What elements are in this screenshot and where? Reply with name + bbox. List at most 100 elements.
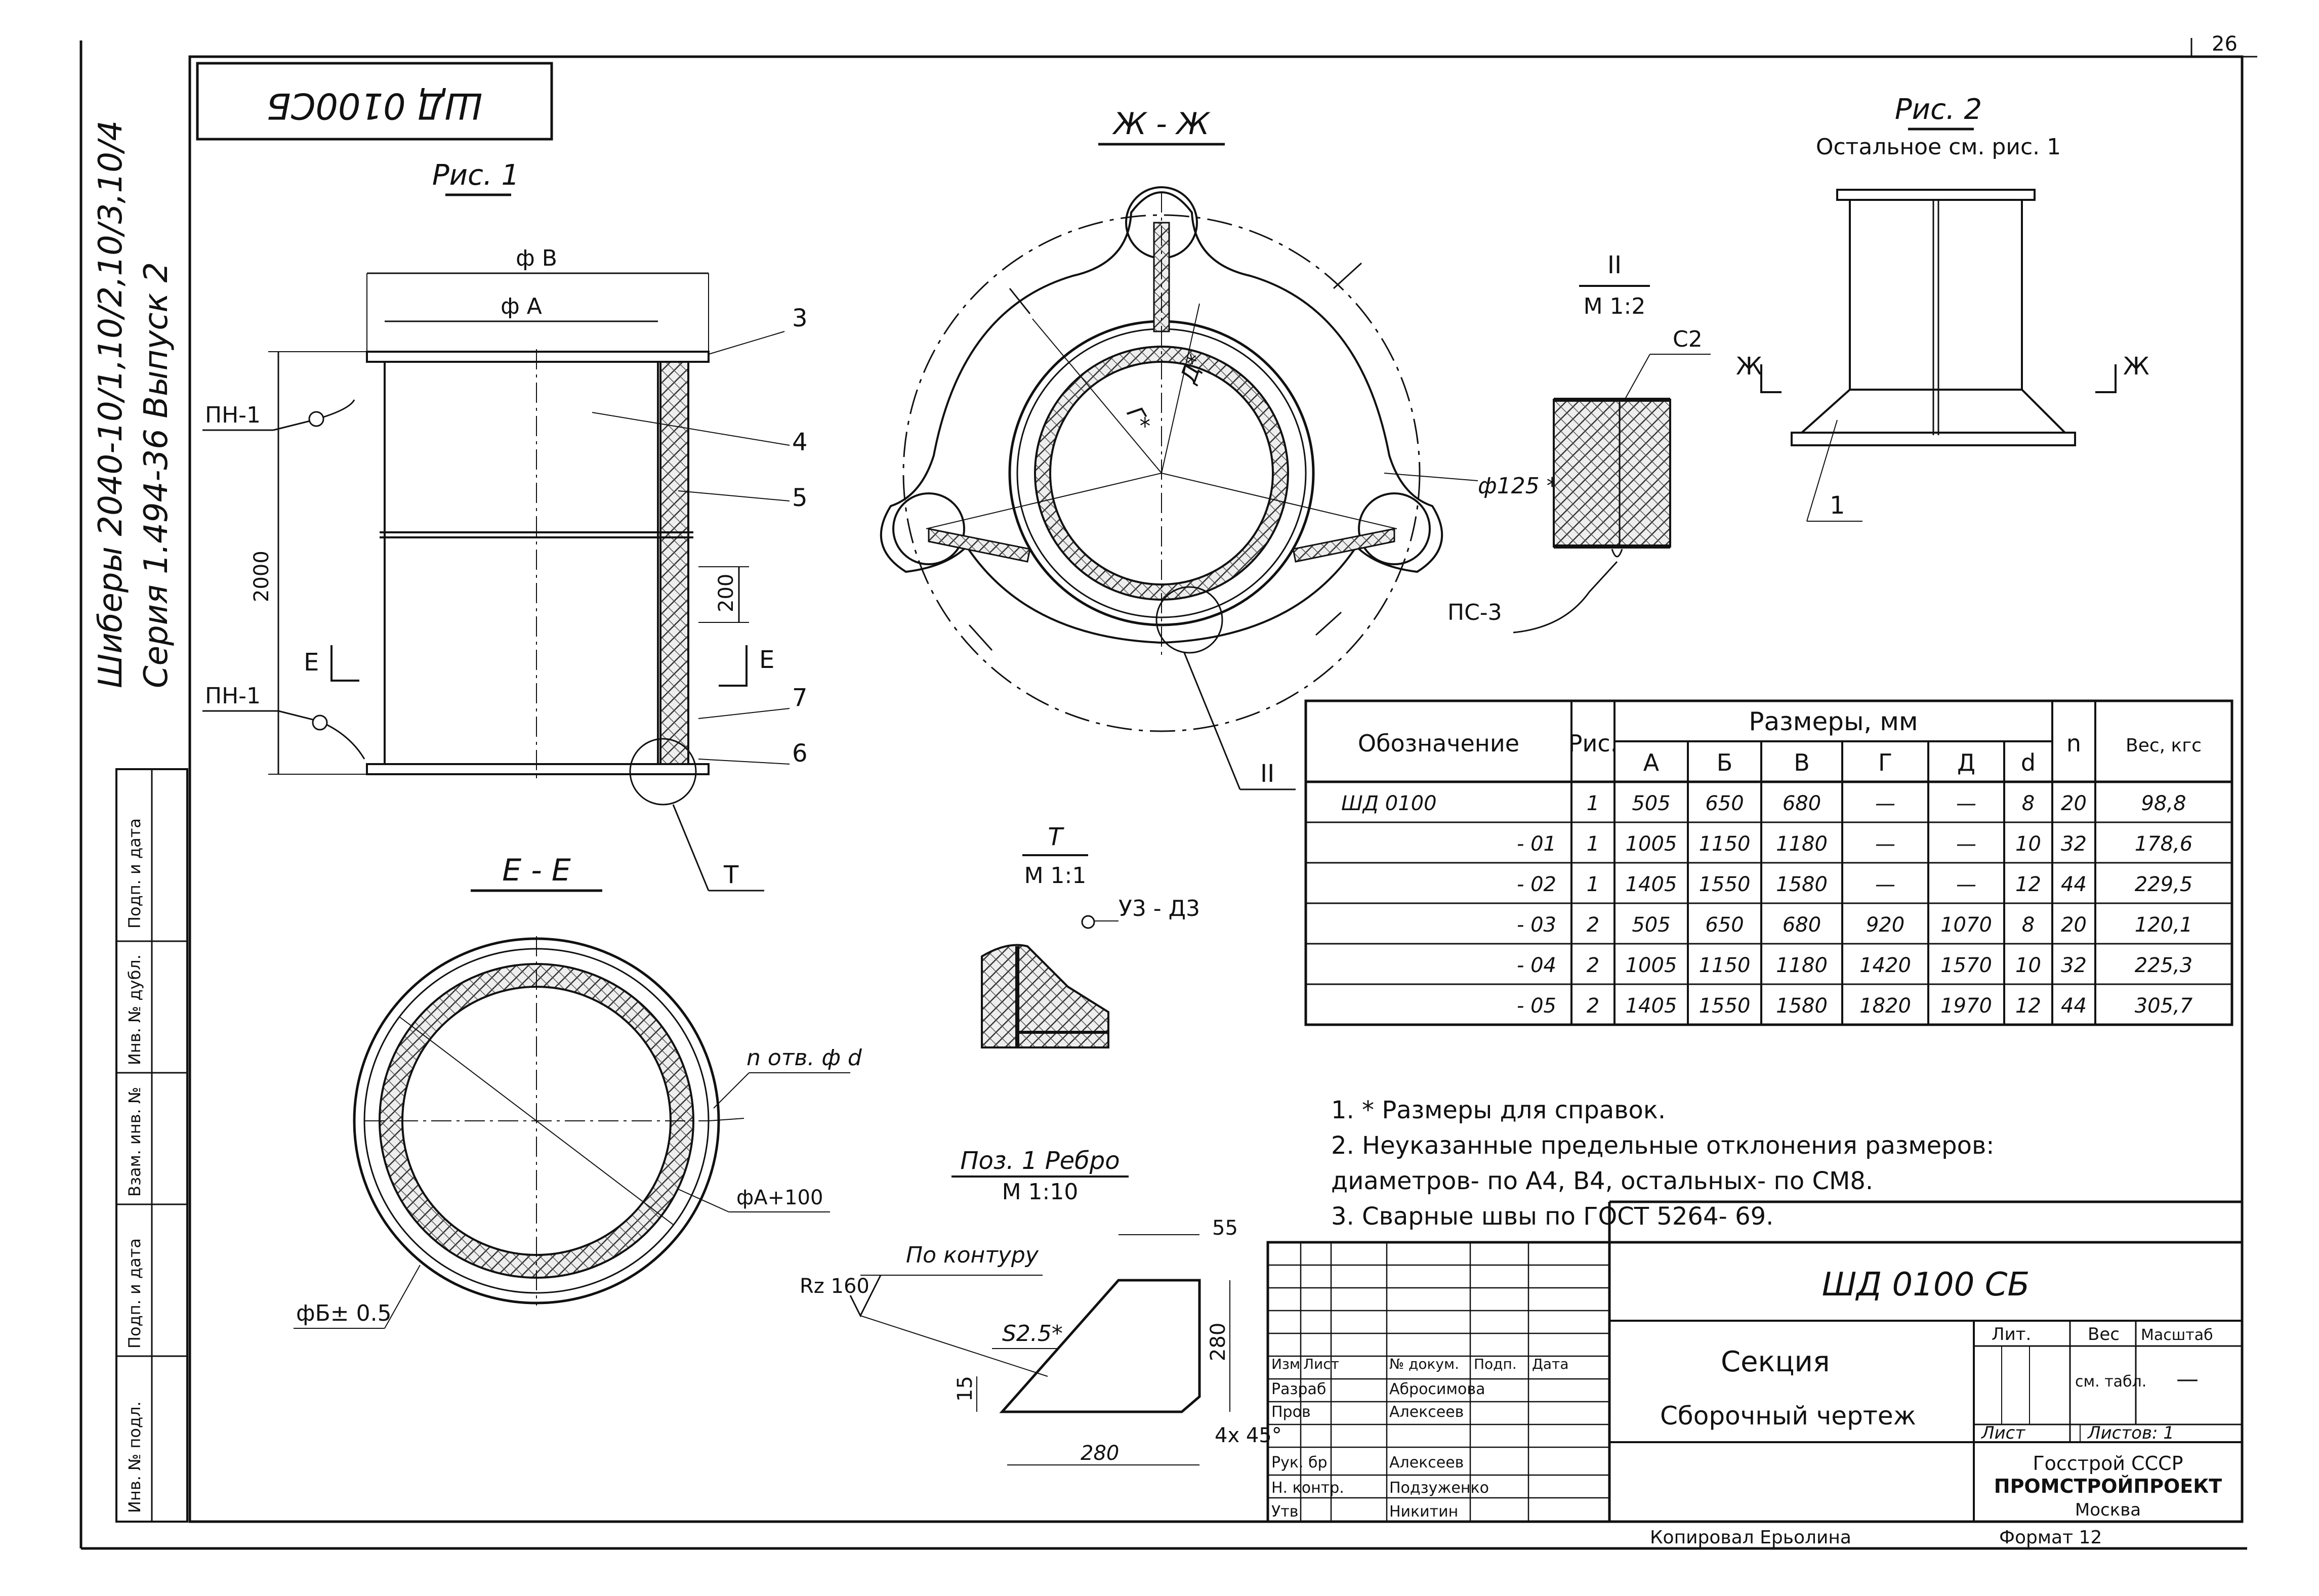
detail-II-title: II [1607, 251, 1622, 279]
table-cell: 20 [2061, 913, 2087, 937]
table-cell: 650 [1705, 792, 1744, 815]
detail-II-weld: С2 [1673, 326, 1703, 352]
tb-staff-name: Алексеев [1389, 1403, 1464, 1421]
fig1-pn1-top: ПН-1 [205, 402, 261, 428]
page-number: 26 [2212, 32, 2238, 56]
section-zh-dim-125: ф125 * [1478, 473, 1558, 499]
table-cell: 1150 [1699, 954, 1751, 977]
fig1-view: Рис. 1 ф В ф А 2000 200 ПН-1 ПН-1 [202, 159, 808, 892]
rib-view: Поз. 1 Ребро М 1:10 По контуру Rz 160 S2… [800, 1147, 1282, 1465]
fig2-cut-left: Ж [1736, 352, 1762, 381]
table-group-header: Размеры, мм [1749, 707, 1918, 736]
table-cell: 505 [1632, 913, 1670, 937]
table-cell: 1550 [1699, 873, 1751, 896]
tb-staff-role: Пров [1271, 1403, 1311, 1421]
fig1-callout-6: 6 [792, 739, 808, 768]
table-cell: 1070 [1940, 913, 1992, 937]
section-zh-view: Ж - Ж Г* Д* ф125 * [880, 106, 1558, 790]
tb-scale-value: — [2176, 1366, 2199, 1392]
side-note-line2: Серия 1.494-36 Выпуск 2 [138, 262, 175, 688]
tb-format: Формат 12 [1999, 1527, 2102, 1548]
tb-name-1: Секция [1721, 1346, 1830, 1378]
table-cell: 1405 [1626, 994, 1677, 1018]
table-cell: — [1956, 873, 1976, 896]
table-cell: 505 [1632, 792, 1670, 815]
tb-name-2: Сборочный чертеж [1660, 1401, 1916, 1431]
rib-dim-55: 55 [1212, 1216, 1238, 1240]
rib-dim-15: 15 [954, 1376, 977, 1402]
fig1-pn1-bottom: ПН-1 [205, 683, 261, 709]
table-header-cell: Г [1878, 749, 1892, 776]
table-cell: 2 [1587, 913, 1599, 937]
table-header-cell: В [1794, 749, 1810, 776]
table-cell: - 05 [1517, 994, 1556, 1018]
strip-label-5: Инв. № подл. [125, 1401, 144, 1513]
table-cell: 1820 [1859, 994, 1911, 1018]
notes: 1. * Размеры для справок. 2. Неуказанные… [1331, 1096, 1994, 1231]
tb-header-cell: Подп. [1474, 1356, 1517, 1372]
table-cell: 10 [2015, 832, 2041, 856]
table-cell: - 03 [1517, 913, 1556, 937]
table-header-cell: А [1643, 749, 1660, 776]
sheet-frame: 26 [79, 32, 2257, 1550]
table-cell: 680 [1783, 913, 1821, 937]
rib-contour: По контуру [906, 1242, 1039, 1268]
table-cell: 1005 [1626, 832, 1677, 856]
tb-staff-name: Алексеев [1389, 1454, 1464, 1472]
tb-header-cell: Изм [1271, 1356, 1300, 1372]
fig1-callout-5: 5 [792, 484, 808, 512]
fig1-callout-3: 3 [792, 304, 808, 332]
table-cell: — [1875, 873, 1895, 896]
detail-T-title: Т [1048, 823, 1064, 851]
tb-copied: Копировал Ерьолина [1650, 1527, 1851, 1548]
fig1-callout-7: 7 [792, 684, 808, 712]
table-cell: 1180 [1776, 954, 1828, 977]
table-header-cell: Обозначение [1358, 730, 1519, 757]
table-header-cell: Д [1957, 749, 1975, 776]
tb-org-2: ПРОМСТРОЙПРОЕКТ [1994, 1475, 2222, 1497]
section-ee-dim-A100: фА+100 [736, 1186, 823, 1209]
rib-roughness: Rz 160 [800, 1275, 869, 1298]
fig2-note: Остальное см. рис. 1 [1816, 134, 2061, 160]
tb-org-3: Москва [2075, 1500, 2141, 1520]
detail-II-view: II М 1:2 С2 ПС-3 [1447, 251, 1711, 634]
table-cell: 98,8 [2141, 792, 2186, 815]
rib-dim-280h: 280 [1081, 1442, 1119, 1465]
tb-scale: Масштаб [2141, 1326, 2213, 1344]
table-header-cell: n [2066, 730, 2081, 757]
table-cell: 1 [1587, 873, 1599, 896]
tb-staff-name: Подзуженко [1389, 1479, 1489, 1497]
tb-header-cell: Дата [1532, 1356, 1569, 1372]
table-cell: — [1875, 792, 1895, 815]
table-cell: 1405 [1626, 873, 1677, 896]
fig2-title: Рис. 2 [1895, 93, 1982, 126]
table-cell: 32 [2061, 954, 2087, 977]
table-cell: 1570 [1940, 954, 1992, 977]
note-3: 3. Сварные швы по ГОСТ 5264- 69. [1331, 1202, 1773, 1231]
stamp-box: ШД 0100СБ [196, 62, 553, 141]
tb-staff-role: Разраб [1271, 1380, 1326, 1398]
fig1-detail-T: Т [723, 861, 739, 889]
table-cell: 1580 [1776, 873, 1828, 896]
tb-header-cell: № докум. [1389, 1356, 1459, 1372]
fig1-callout-4: 4 [792, 428, 808, 456]
detail-T-view: Т М 1:1 У3 - Д3 [981, 823, 1200, 1048]
tb-designation: ШД 0100 СБ [1822, 1266, 2030, 1304]
table-cell: - 01 [1517, 832, 1556, 856]
tb-sheets: Листов: 1 [2087, 1423, 2174, 1443]
tb-header-cell: Лист [1303, 1356, 1339, 1372]
fig1-dim-200: 200 [715, 574, 738, 612]
table-header-cell: d [2021, 749, 2036, 776]
rib-scale: М 1:10 [1002, 1179, 1079, 1205]
fig1-cut-left: Е [304, 648, 319, 677]
tb-lit: Лит. [1992, 1324, 2031, 1345]
table-cell: 1970 [1940, 994, 1992, 1018]
table-cell: 8 [2022, 913, 2035, 937]
tb-weight: Вес [2088, 1324, 2120, 1345]
table-cell: - 02 [1517, 873, 1556, 896]
section-ee-dim-B05: фБ± 0.5 [296, 1300, 392, 1326]
tb-staff-role: Н. контр. [1271, 1479, 1344, 1497]
table-cell: 12 [2015, 873, 2041, 896]
fig2-cut-right: Ж [2123, 352, 2149, 381]
